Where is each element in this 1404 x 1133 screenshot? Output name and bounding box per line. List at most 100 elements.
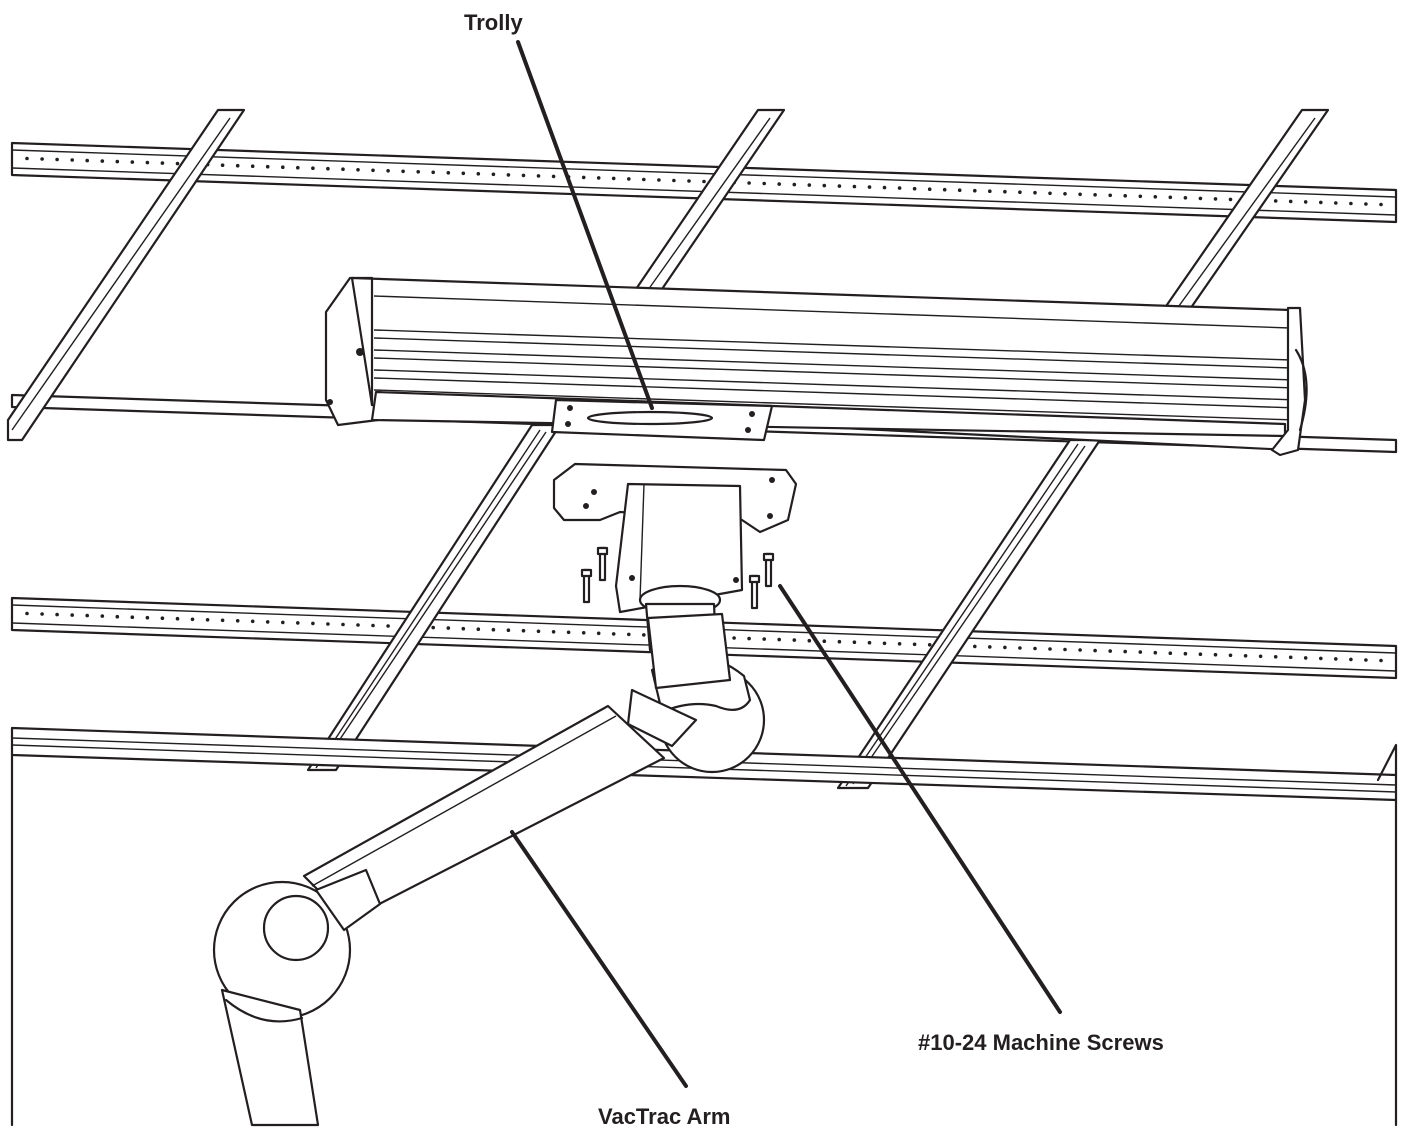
rear-ceiling-rail	[10, 141, 1398, 224]
rail-perforation	[506, 173, 511, 177]
rail-perforation	[1123, 649, 1127, 654]
rail-perforation	[296, 165, 300, 170]
rail-perforation	[1349, 201, 1353, 206]
rail-perforation	[1213, 652, 1218, 657]
rail-perforation	[762, 181, 766, 186]
rail-perforation	[341, 167, 345, 171]
trolly	[324, 276, 1308, 457]
rail-perforation	[40, 157, 44, 161]
rail-perforation	[25, 156, 29, 161]
rail-perforation	[85, 613, 89, 618]
screw-1	[580, 568, 593, 604]
rail-perforation	[1123, 194, 1127, 198]
screw-4	[762, 552, 775, 588]
rail-perforation	[1288, 199, 1293, 204]
rail-perforation	[70, 158, 74, 162]
rail-perforation	[521, 628, 526, 633]
rail-perforation	[852, 640, 857, 644]
rail-perforation	[777, 637, 781, 642]
rail-perforation	[235, 619, 240, 623]
rail-perforation	[1153, 650, 1158, 655]
rail-perforation	[250, 619, 255, 624]
rail-perforation	[988, 645, 992, 649]
cross-tee-4	[306, 423, 562, 772]
rail-perforation	[1033, 646, 1037, 651]
rail-perforation	[732, 636, 736, 640]
machine-screws-label: #10-24 Machine Screws	[918, 1030, 1164, 1055]
rail-perforation	[431, 625, 436, 630]
rail-perforation	[596, 176, 601, 180]
rail-perforation	[1364, 202, 1368, 206]
rail-perforation	[491, 172, 496, 177]
rail-perforation	[882, 641, 887, 646]
rail-perforation	[672, 178, 676, 183]
rail-perforation	[55, 157, 59, 162]
rail-perforation	[160, 616, 165, 620]
vactrac-arm-label: VacTrac Arm	[598, 1104, 731, 1129]
rail-perforation	[416, 170, 421, 174]
rail-perforation	[1138, 650, 1143, 654]
rail-perforation	[642, 633, 646, 637]
rail-perforation	[1018, 646, 1022, 650]
rail-perforation	[1334, 657, 1338, 661]
rail-perforation	[611, 632, 616, 636]
rail-perforation	[1273, 199, 1278, 203]
rail-perforation	[1198, 196, 1203, 201]
rail-perforation	[281, 620, 285, 625]
rail-perforation	[235, 163, 240, 168]
rail-perforation	[371, 168, 375, 173]
rail-perforation	[1303, 200, 1308, 204]
rail-perforation	[988, 189, 992, 193]
rail-perforation	[446, 626, 451, 630]
rail-perforation	[130, 615, 135, 619]
rail-perforation	[100, 614, 105, 618]
rail-perforation	[1078, 648, 1082, 652]
rail-perforation	[807, 638, 812, 643]
trolly-leader	[516, 40, 654, 410]
rail-perforation	[912, 642, 917, 647]
rail-perforation	[882, 185, 887, 190]
rail-perforation	[777, 182, 781, 186]
rail-perforation	[386, 624, 390, 628]
rail-perforation	[40, 612, 44, 616]
rail-perforation	[85, 158, 89, 163]
rail-perforation	[1093, 648, 1097, 653]
arm-mount-bracket	[552, 462, 798, 614]
rail-perforation	[1303, 656, 1308, 660]
rail-perforation	[311, 166, 315, 170]
machine-screws	[580, 546, 775, 610]
rail-perforation	[1048, 647, 1052, 651]
rail-perforation	[175, 161, 180, 166]
rail-perforation	[70, 613, 74, 617]
rail-perforation	[1018, 190, 1022, 194]
rail-perforation	[1108, 649, 1112, 653]
rail-perforation	[461, 171, 466, 176]
rail-perforation	[747, 181, 751, 185]
rail-perforation	[566, 630, 571, 635]
rail-perforation	[657, 178, 661, 182]
rail-perforation	[100, 159, 105, 163]
rail-perforation	[1319, 656, 1323, 661]
rail-perforation	[822, 639, 827, 643]
rail-perforation	[115, 614, 120, 619]
rail-perforation	[265, 620, 270, 624]
rail-perforation	[220, 618, 225, 623]
rail-perforation	[115, 159, 120, 164]
rail-perforation	[326, 622, 330, 626]
rail-perforation	[1108, 193, 1112, 198]
rail-perforation	[792, 182, 797, 187]
rail-perforation	[1228, 197, 1233, 202]
rail-perforation	[747, 636, 751, 641]
rail-perforation	[1003, 645, 1007, 650]
rail-perforation	[912, 186, 917, 191]
rail-perforation	[281, 165, 285, 169]
rail-perforation	[1183, 196, 1188, 200]
rail-perforation	[627, 177, 631, 181]
rail-perforation	[1364, 658, 1368, 662]
rail-perforation	[551, 174, 556, 179]
rail-perforation	[1213, 197, 1218, 201]
cross-tee-1	[6, 108, 246, 442]
rail-perforation	[506, 628, 511, 632]
rail-perforation	[551, 630, 556, 634]
screw-2	[596, 546, 609, 582]
